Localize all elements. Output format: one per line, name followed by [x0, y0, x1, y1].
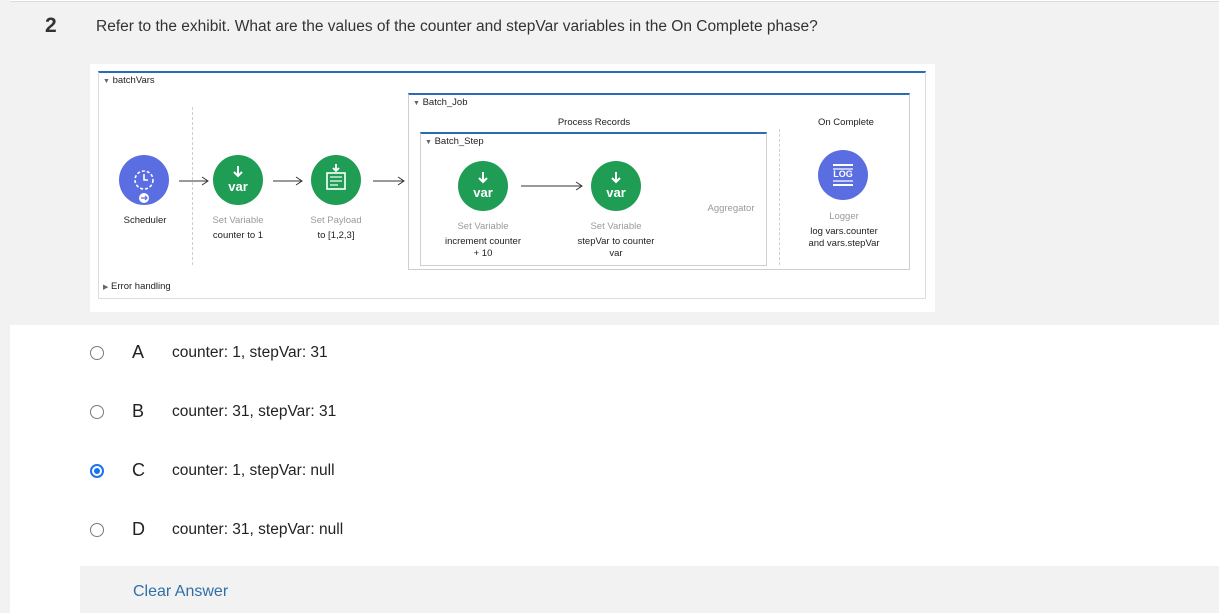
set-payload-icon[interactable]: [311, 155, 361, 205]
question-panel: 2 Refer to the exhibit. What are the val…: [10, 2, 1219, 325]
exhibit-image: ▼ batchVars Scheduler: [90, 64, 935, 312]
on-complete-label: On Complete: [818, 117, 874, 128]
batch-job-name: Batch_Job: [422, 97, 468, 108]
set-variable-icon[interactable]: var: [458, 161, 508, 211]
set-variable-desc-line1: increment counter: [444, 236, 522, 247]
radio-button[interactable]: [90, 346, 104, 360]
set-variable-type: Set Variable: [590, 221, 642, 232]
set-variable-icon[interactable]: var: [213, 155, 263, 205]
clear-answer-link[interactable]: Clear Answer: [133, 583, 229, 600]
var-icon-text: var: [228, 179, 248, 194]
flow-separator: [192, 107, 193, 265]
expand-triangle-icon: ▶: [103, 284, 109, 291]
set-payload-desc: to [1,2,3]: [317, 230, 355, 241]
collapse-triangle-icon: ▼: [425, 139, 432, 146]
question-text: Refer to the exhibit. What are the value…: [96, 18, 818, 35]
flow-title: ▼ batchVars: [103, 75, 155, 86]
flow-arrow-icon: [273, 176, 303, 186]
phase-separator: [779, 129, 780, 265]
top-divider: [10, 1, 1219, 2]
question-number: 2: [45, 14, 57, 37]
collapse-triangle-icon: ▼: [103, 78, 110, 85]
option-text[interactable]: counter: 31, stepVar: null: [172, 521, 344, 538]
batch-step-name: Batch_Step: [434, 136, 484, 147]
flow-arrow-icon: [521, 181, 583, 191]
aggregator-label: Aggregator: [707, 203, 755, 214]
set-variable-icon[interactable]: var: [591, 161, 641, 211]
footer-bar: Clear Answer: [80, 566, 1219, 613]
var-icon-text: var: [606, 185, 626, 200]
error-handling-section[interactable]: ▶ Error handling: [103, 281, 171, 292]
set-variable-desc-line2: var: [609, 248, 623, 259]
batch-step-title: ▼ Batch_Step: [425, 136, 484, 147]
set-variable-type: Set Variable: [457, 221, 509, 232]
option-text[interactable]: counter: 1, stepVar: 31: [172, 344, 328, 361]
var-icon-text: var: [473, 185, 493, 200]
option-text[interactable]: counter: 31, stepVar: 31: [172, 403, 337, 420]
set-payload-type: Set Payload: [310, 215, 362, 226]
radio-button[interactable]: [90, 523, 104, 537]
option-letter: D: [132, 519, 145, 539]
option-letter: B: [132, 401, 145, 421]
process-records-label: Process Records: [557, 117, 631, 128]
flow-name: batchVars: [112, 75, 155, 86]
option-letter: C: [132, 460, 145, 480]
set-variable-desc: counter to 1: [212, 230, 264, 241]
scheduler-icon[interactable]: [119, 155, 169, 205]
batch-job-scope: ▼ Batch_Job Process Records On Complete …: [408, 93, 910, 270]
set-variable-desc-line2: + 10: [473, 248, 493, 259]
option-letter: A: [132, 342, 145, 362]
logger-icon[interactable]: LOG: [818, 150, 868, 200]
collapse-triangle-icon: ▼: [413, 100, 420, 107]
flow-frame: ▼ batchVars Scheduler: [98, 71, 926, 299]
log-icon-text: LOG: [833, 169, 853, 179]
logger-desc-line2: and vars.stepVar: [808, 238, 880, 249]
batch-step-scope: ▼ Batch_Step var Set Variable increment …: [420, 132, 767, 266]
option-text[interactable]: counter: 1, stepVar: null: [172, 462, 335, 479]
radio-button[interactable]: [90, 405, 104, 419]
flow-arrow-icon: [179, 176, 209, 186]
left-gutter: [0, 0, 10, 613]
flow-arrow-icon: [373, 176, 405, 186]
batch-job-title: ▼ Batch_Job: [413, 97, 467, 108]
set-variable-desc-line1: stepVar to counter: [577, 236, 655, 247]
logger-type: Logger: [829, 211, 859, 222]
set-variable-type: Set Variable: [212, 215, 264, 226]
error-handling-label: Error handling: [111, 281, 171, 292]
radio-button-selected[interactable]: [90, 464, 104, 478]
scheduler-label: Scheduler: [123, 215, 167, 226]
logger-desc-line1: log vars.counter: [810, 226, 878, 237]
